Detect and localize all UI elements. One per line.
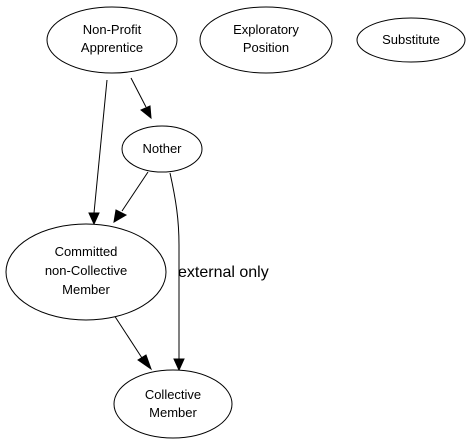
- node-nother: Nother: [121, 125, 203, 173]
- node-collective-member: Collective Member: [113, 369, 233, 439]
- arrowhead-icon: [140, 105, 152, 120]
- node-label: Position: [243, 40, 289, 55]
- edge-apprentice-to-nother: [130, 77, 152, 120]
- edge-nother-to-committed: [113, 171, 149, 223]
- node-label: Member: [62, 282, 110, 297]
- edge-committed-to-collective: [113, 314, 152, 371]
- edge-nother-to-collective: external only: [169, 172, 269, 372]
- edge-line: [113, 314, 143, 359]
- node-nonprofit-apprentice: Non-Profit Apprentice: [46, 6, 178, 74]
- node-ellipse: [356, 17, 466, 63]
- node-ellipse: [113, 369, 233, 439]
- arrowhead-icon: [137, 354, 152, 371]
- nodes: Non-Profit Apprentice Exploratory Positi…: [5, 6, 466, 439]
- arrowhead-icon: [88, 212, 100, 226]
- edge-label: external only: [178, 264, 269, 281]
- node-label: Substitute: [382, 32, 440, 47]
- node-ellipse: [199, 6, 333, 74]
- node-label: Non-Profit: [83, 22, 142, 37]
- node-label: non-Collective: [45, 263, 127, 278]
- edge-line: [121, 171, 149, 212]
- node-label: Nother: [142, 141, 182, 156]
- node-ellipse: [46, 6, 178, 74]
- node-label: Collective: [145, 387, 201, 402]
- node-label: Exploratory: [233, 22, 299, 37]
- edges: external only: [88, 77, 269, 372]
- edge-line: [130, 77, 147, 108]
- node-label: Member: [149, 405, 197, 420]
- node-exploratory-position: Exploratory Position: [199, 6, 333, 74]
- edge-line: [93, 79, 108, 214]
- node-substitute: Substitute: [356, 17, 466, 63]
- node-label: Committed: [55, 244, 118, 259]
- node-label: Apprentice: [81, 40, 143, 55]
- node-ellipse: [121, 125, 203, 173]
- arrowhead-icon: [173, 358, 185, 372]
- arrowhead-icon: [113, 209, 128, 223]
- edge-apprentice-to-committed: [88, 79, 108, 226]
- edge-line: [169, 172, 180, 359]
- node-committed-member: Committed non-Collective Member: [5, 223, 167, 321]
- node-ellipse: [5, 223, 167, 321]
